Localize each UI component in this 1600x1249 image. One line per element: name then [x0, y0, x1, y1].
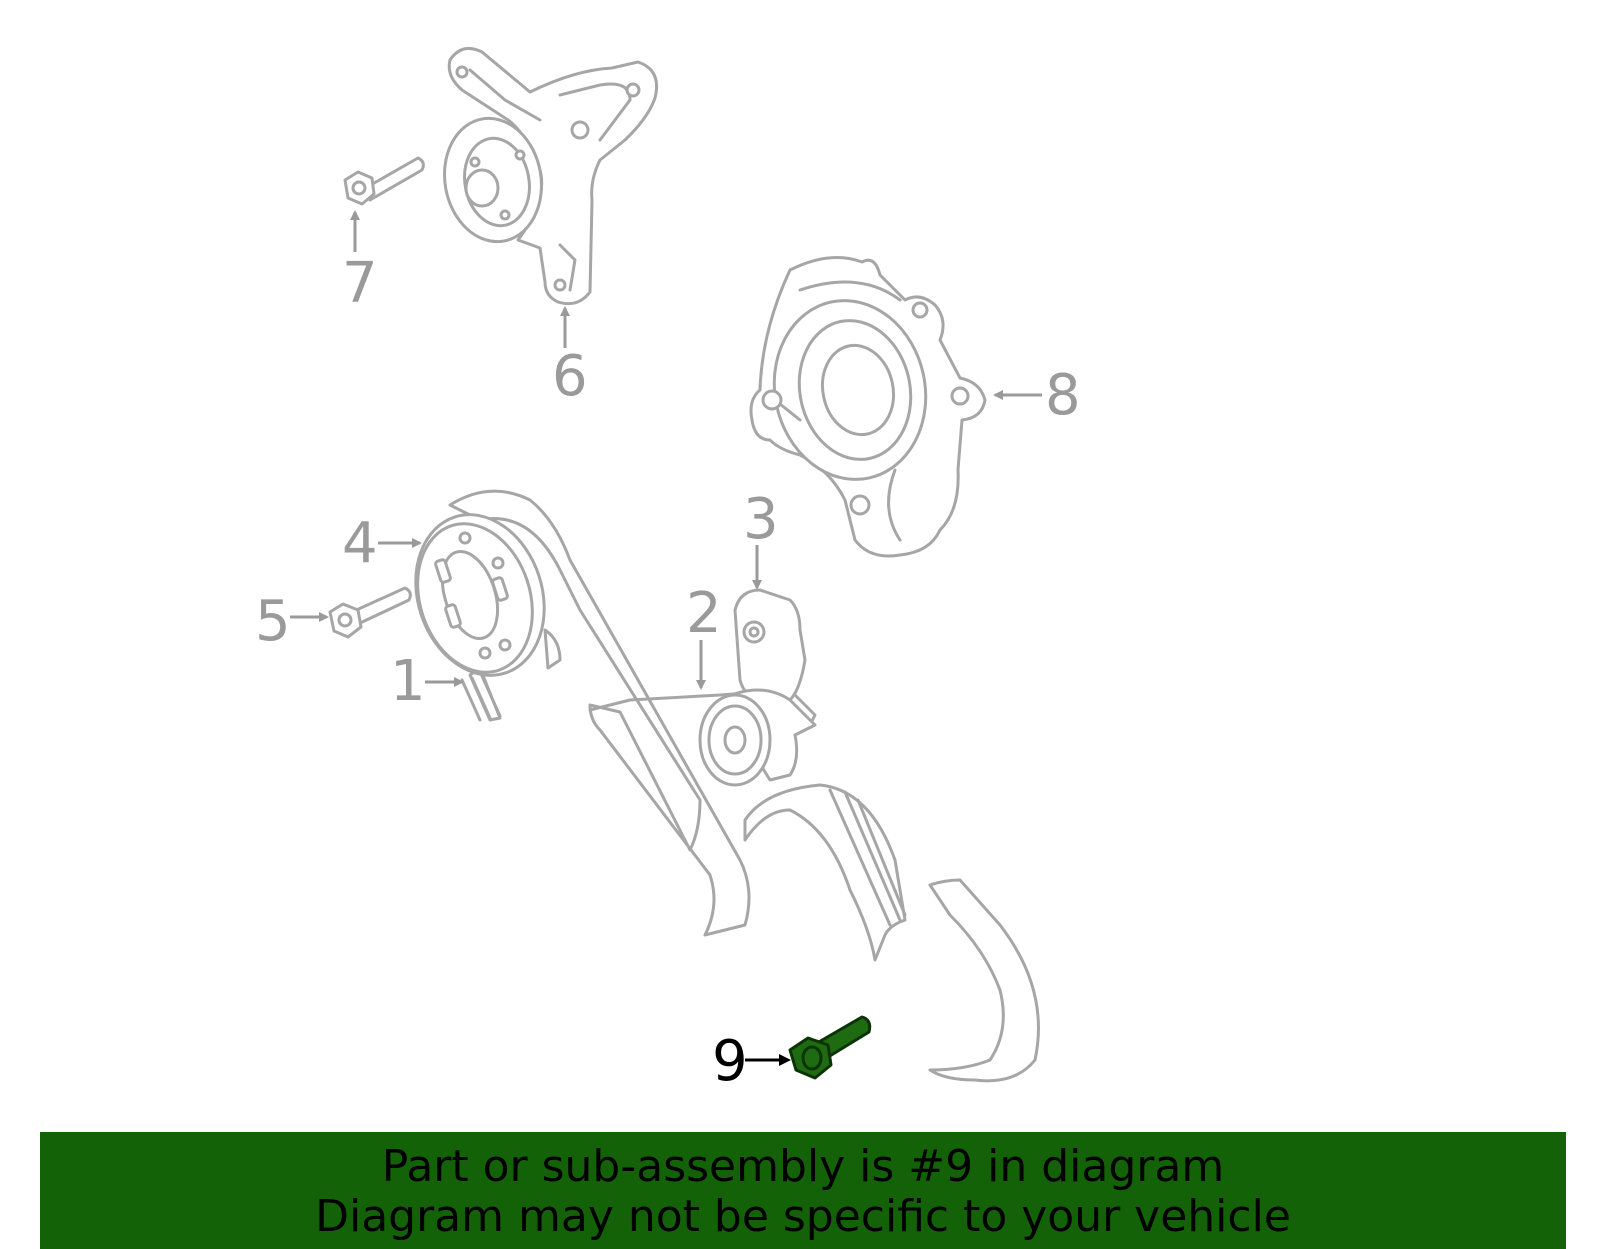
callout-8: 8 [993, 363, 1081, 428]
idler-pulley-part-2 [698, 688, 817, 787]
svg-text:2: 2 [686, 581, 722, 646]
callout-9: 9 [712, 1029, 791, 1094]
crank-pulley-part-4 [414, 513, 562, 677]
callout-1: 1 [390, 649, 464, 714]
svg-text:7: 7 [342, 251, 378, 316]
svg-text:5: 5 [255, 589, 291, 654]
callout-4: 4 [342, 511, 422, 576]
part-info-banner: Part or sub-assembly is #9 in diagram Di… [40, 1132, 1566, 1249]
bracket-part-8 [749, 256, 987, 558]
svg-text:4: 4 [342, 511, 378, 576]
banner-line-disclaimer: Diagram may not be specific to your vehi… [315, 1191, 1291, 1242]
callout-2: 2 [686, 581, 722, 690]
svg-text:8: 8 [1045, 363, 1081, 428]
bolt-part-9-highlighted [788, 1015, 872, 1080]
bolt-part-5 [328, 586, 412, 639]
tensioner-part-3 [733, 588, 807, 707]
callout-5: 5 [255, 589, 329, 654]
drive-belt-part-1 [448, 489, 1040, 1083]
callout-6: 6 [552, 306, 588, 409]
svg-text:1: 1 [390, 649, 426, 714]
bolt-part-7 [343, 156, 425, 206]
banner-line-part: Part or sub-assembly is #9 in diagram [381, 1141, 1225, 1192]
svg-text:9: 9 [712, 1029, 748, 1094]
water-pump-assembly [443, 46, 659, 306]
svg-text:3: 3 [743, 487, 779, 552]
svg-text:6: 6 [552, 344, 588, 409]
callout-3: 3 [743, 487, 779, 590]
callout-7: 7 [342, 210, 378, 316]
